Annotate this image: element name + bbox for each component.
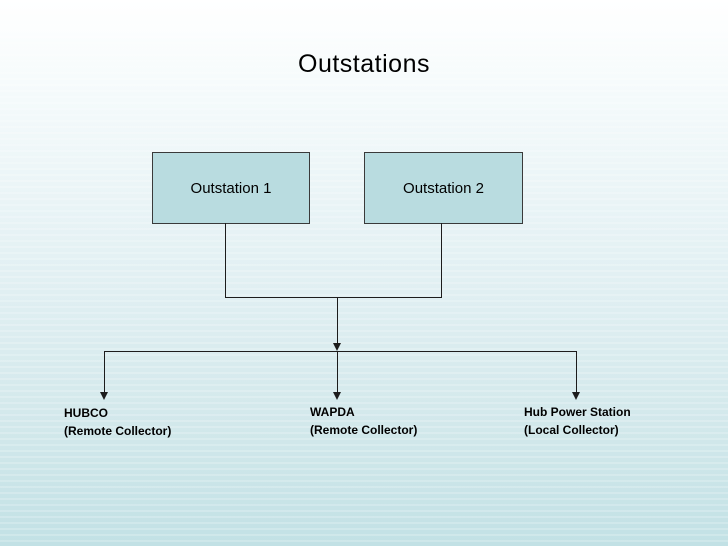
down-arrowhead-icon — [100, 392, 108, 400]
collector-hubco: HUBCO (Remote Collector) — [64, 404, 171, 440]
node-outstation-1-label: Outstation 1 — [190, 179, 272, 197]
collector-wapda-name: WAPDA — [310, 405, 355, 419]
down-arrowhead-icon — [333, 343, 341, 351]
collector-hubco-name: HUBCO — [64, 406, 108, 420]
slide-title: Outstations — [298, 50, 430, 78]
collector-hub-power-station: Hub Power Station (Local Collector) — [524, 403, 631, 439]
collector-hub-power-station-name: Hub Power Station — [524, 405, 631, 419]
connector-left-branch — [104, 352, 105, 393]
collector-wapda-role: (Remote Collector) — [310, 423, 418, 437]
node-outstation-2-label: Outstation 2 — [403, 179, 484, 197]
connector-box2-drop — [441, 223, 442, 298]
connector-upper-bar — [225, 297, 442, 298]
down-arrowhead-icon — [333, 392, 341, 400]
connector-right-branch — [576, 352, 577, 393]
collector-hubco-role: (Remote Collector) — [64, 424, 172, 438]
connector-lower-bar — [104, 351, 577, 352]
collector-hub-power-station-role: (Local Collector) — [524, 423, 619, 437]
down-arrowhead-icon — [572, 392, 580, 400]
connector-mid-branch — [337, 352, 338, 393]
connector-center-drop — [337, 298, 338, 344]
connector-box1-drop — [225, 223, 226, 298]
node-outstation-2: Outstation 2 — [364, 152, 523, 224]
collector-wapda: WAPDA (Remote Collector) — [310, 403, 417, 439]
node-outstation-1: Outstation 1 — [152, 152, 310, 224]
